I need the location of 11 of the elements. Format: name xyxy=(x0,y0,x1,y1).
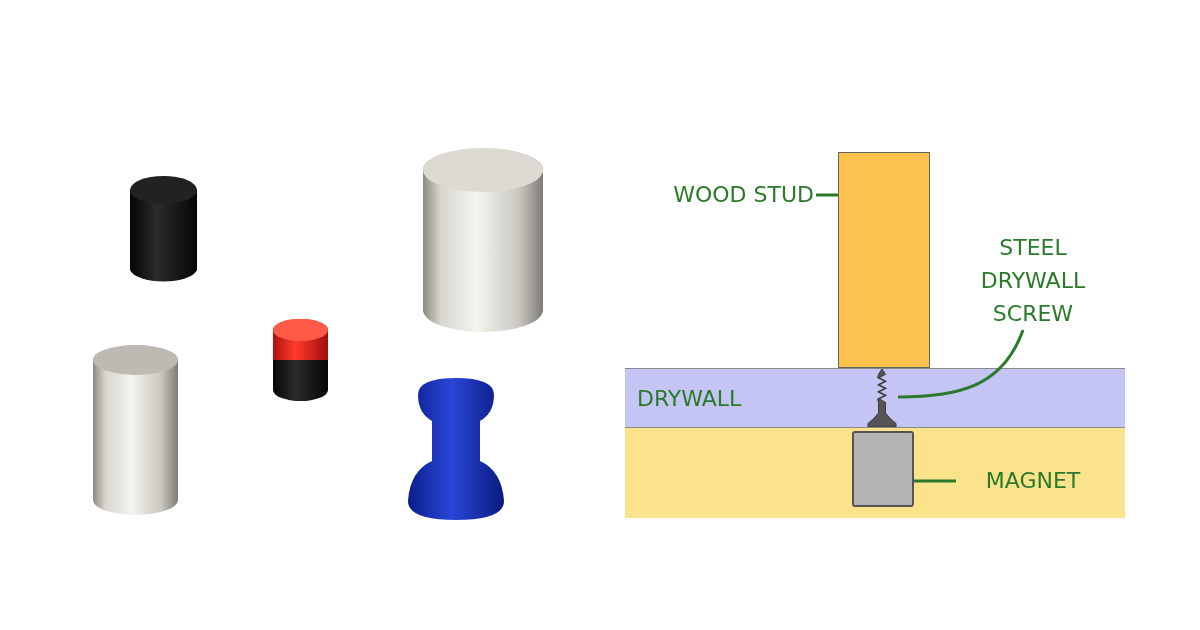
part-label: MAGNET xyxy=(958,464,1108,498)
part-label: WOOD STUD xyxy=(634,178,814,212)
leader-line xyxy=(914,479,956,483)
leader-line xyxy=(897,329,1025,399)
part-label: STEEL DRYWALL SCREW xyxy=(958,231,1108,330)
drywall-layer xyxy=(625,368,1125,428)
leader-line xyxy=(816,193,838,197)
screw-drawing xyxy=(866,369,898,427)
wood-stud xyxy=(838,152,930,368)
part-label: DRYWALL xyxy=(637,385,742,413)
magnet-block xyxy=(852,431,914,507)
